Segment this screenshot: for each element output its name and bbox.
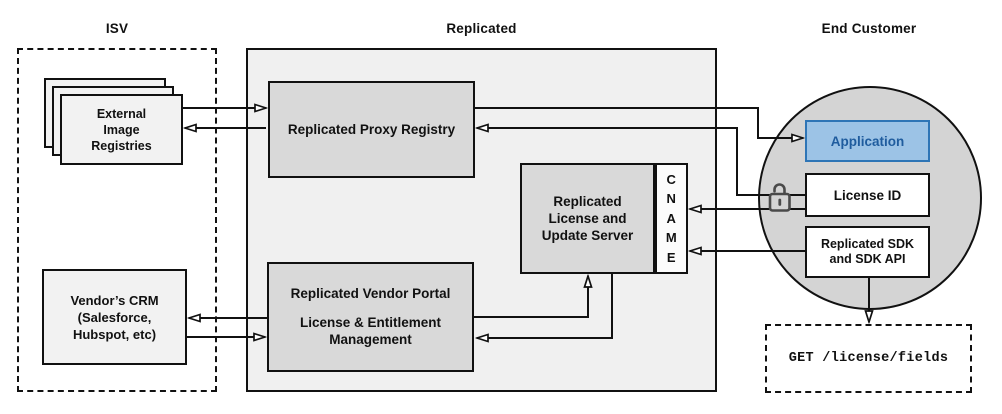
section-title-isv: ISV (105, 21, 129, 36)
get-request-label: GET /license/fields (788, 351, 949, 366)
external-image-registries-node: External Image Registries (60, 94, 183, 165)
license-id-node: License ID (805, 173, 930, 217)
cname-node: C N A M E (655, 163, 688, 274)
vendor-portal-subtitle: License & Entitlement Management (299, 315, 442, 347)
section-title-end-customer: End Customer (821, 21, 917, 36)
unlock-icon (766, 181, 793, 215)
vendor-portal-node: Replicated Vendor Portal License & Entit… (267, 262, 474, 372)
section-title-replicated: Replicated (446, 21, 517, 36)
proxy-registry-node: Replicated Proxy Registry (268, 81, 475, 178)
replicated-sdk-node: Replicated SDK and SDK API (805, 226, 930, 278)
application-node: Application (805, 120, 930, 162)
get-license-fields-box: GET /license/fields (765, 324, 972, 393)
vendor-crm-node: Vendor’s CRM (Salesforce, Hubspot, etc) (42, 269, 187, 365)
license-update-server-node: Replicated License and Update Server (520, 163, 655, 274)
vendor-portal-title: Replicated Vendor Portal (290, 285, 451, 301)
